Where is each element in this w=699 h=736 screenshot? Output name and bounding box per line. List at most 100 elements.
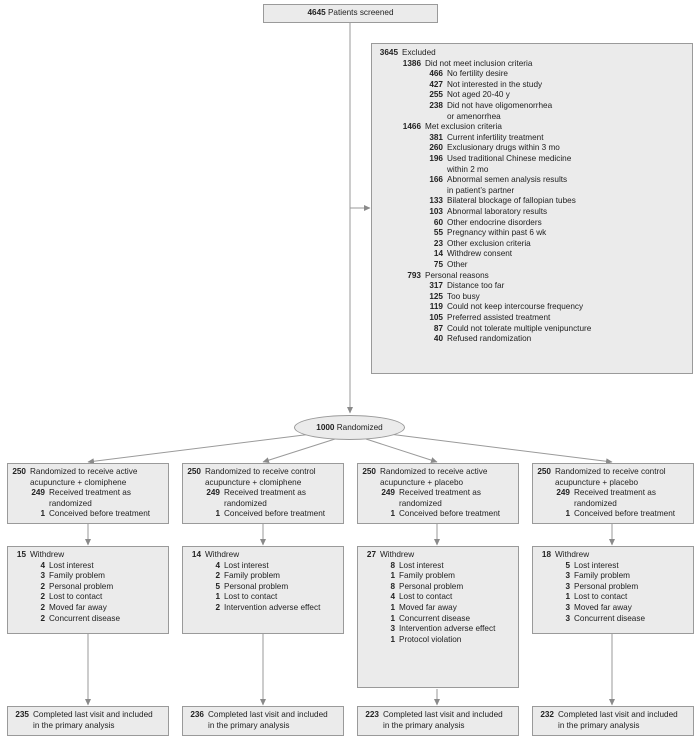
excluded-group-2-count: 793 xyxy=(407,270,421,280)
withdrew-heading: 18 Withdrew xyxy=(533,550,693,561)
withdrew-item-2-count: 8 xyxy=(390,581,395,591)
allocation-line-0-count: 250 xyxy=(12,467,26,476)
excluded-item-1-1-text: Exclusionary drugs within 3 mo xyxy=(447,143,560,153)
excluded-item-1-1: 260 Exclusionary drugs within 3 mo xyxy=(372,143,692,154)
flow-connectors xyxy=(85,22,615,706)
allocation-line-0: 250 Randomized to receive active xyxy=(358,467,518,478)
allocation-line-0-text: Randomized to receive active xyxy=(30,467,138,476)
withdrew-item-1-text: Family problem xyxy=(574,571,630,581)
allocation-line-1-text: acupuncture + clomiphene xyxy=(30,477,127,487)
withdrew-heading-text: Withdrew xyxy=(555,550,590,559)
completed-line-1-text: in the primary analysis xyxy=(558,720,640,730)
excluded-item-0-3-line-1: or amenorrhea xyxy=(372,112,692,123)
withdrew-item-4-count: 2 xyxy=(215,603,220,612)
screened-box: 4645 Patients screened xyxy=(263,4,438,23)
withdrew-item-2-text: Personal problem xyxy=(399,581,464,591)
withdrew-heading-text: Withdrew xyxy=(205,550,240,559)
excluded-item-0-3-text: Did not have oligomenorrhea xyxy=(447,101,553,110)
excluded-group-2-text: Personal reasons xyxy=(425,270,489,280)
withdrew-item-0-text: Lost interest xyxy=(574,560,619,570)
withdrew-item-3-text: Lost to contact xyxy=(224,592,278,602)
completed-line-1: in the primary analysis xyxy=(533,721,693,732)
completed-line-1: in the primary analysis xyxy=(8,721,168,732)
randomized-count: 1000 xyxy=(316,423,335,432)
withdrew-item-3-text: Lost to contact xyxy=(49,592,103,602)
split-line-arm-1 xyxy=(87,433,313,465)
withdrew-item-4-count: 3 xyxy=(565,603,570,612)
allocation-item-1-count: 1 xyxy=(40,509,45,519)
excluded-heading-text: Excluded xyxy=(402,48,436,57)
withdrew-item-1-text: Family problem xyxy=(399,571,455,581)
allocation-item-0-line-1-text: randomized xyxy=(399,498,442,508)
excluded-item-1-1-count: 260 xyxy=(429,143,443,153)
allocation-line-1: acupuncture + clomiphene xyxy=(183,478,343,489)
excluded-item-1-3-count: 166 xyxy=(429,175,443,185)
allocation-item-0-count: 249 xyxy=(556,488,570,498)
allocation-line-1: acupuncture + placebo xyxy=(533,478,693,489)
excluded-item-1-5-text: Abnormal laboratory results xyxy=(447,207,548,216)
excluded-item-1-6-text: Other endocrine disorders xyxy=(447,217,542,227)
excluded-item-1-2-text: Used traditional Chinese medicine xyxy=(447,154,572,163)
withdrew-item-6-text: Intervention adverse effect xyxy=(399,624,496,634)
allocation-line-1: acupuncture + clomiphene xyxy=(8,478,168,489)
split-line-arm-2 xyxy=(262,438,336,464)
allocation-line-1-text: acupuncture + clomiphene xyxy=(205,477,302,487)
withdrew-item-3-count: 1 xyxy=(215,592,220,602)
excluded-item-2-0-count: 317 xyxy=(429,281,443,291)
withdrew-item-7-count: 1 xyxy=(390,634,395,644)
withdrew-item-2-count: 3 xyxy=(565,581,570,591)
excluded-item-2-1-count: 125 xyxy=(429,291,443,301)
withdrew-heading-count: 18 xyxy=(541,550,551,559)
allocation-line-0-text: Randomized to receive control xyxy=(555,467,666,476)
withdrew-item-2-text: Personal problem xyxy=(49,581,114,591)
withdrew-item-0-text: Lost interest xyxy=(224,560,269,570)
withdrew-item-5-count: 1 xyxy=(390,613,395,623)
excluded-item-1-2-line-1-text: within 2 mo xyxy=(447,164,489,174)
excluded-item-1-10-text: Other xyxy=(447,260,468,269)
excluded-item-1-0-count: 381 xyxy=(429,132,443,142)
excluded-item-2-5-text: Refused randomization xyxy=(447,334,532,344)
allocation-line-0-text: Randomized to receive active xyxy=(380,467,488,476)
completed-line-1-text: in the primary analysis xyxy=(33,720,115,730)
allocation-item-0-line-1: randomized xyxy=(183,499,343,510)
allocation-line-1-text: acupuncture + placebo xyxy=(380,477,464,487)
excluded-item-2-0-text: Distance too far xyxy=(447,281,505,291)
allocation-line-0-count: 250 xyxy=(362,467,376,476)
withdrew-item-4-text: Moved far away xyxy=(399,603,457,612)
excluded-item-2-4-text: Could not tolerate multiple venipuncture xyxy=(447,323,592,333)
excluded-item-2-4-count: 87 xyxy=(433,323,443,333)
withdrew-heading-text: Withdrew xyxy=(30,550,65,559)
withdrew-item-5-count: 3 xyxy=(565,613,570,623)
excluded-item-1-7-text: Pregnancy within past 6 wk xyxy=(447,228,547,238)
withdrew-item-1-text: Family problem xyxy=(224,571,280,581)
allocation-item-1-text: Conceived before treatment xyxy=(574,509,676,519)
allocation-item-0-line-1: randomized xyxy=(8,499,168,510)
completed-line-1: in the primary analysis xyxy=(358,721,518,732)
